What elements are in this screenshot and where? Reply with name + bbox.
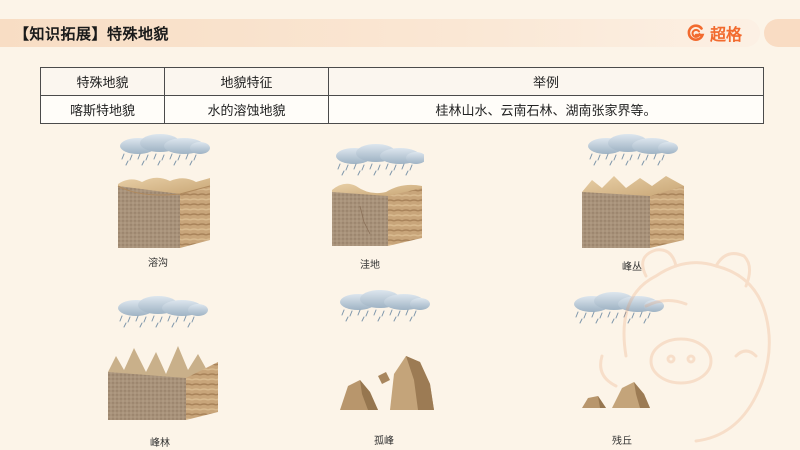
- brand-logo: 超格: [686, 21, 742, 45]
- isolated-peak-rocks: [340, 356, 434, 410]
- table-header-cell: 举例: [328, 67, 764, 96]
- depression-block: [332, 183, 422, 246]
- header: 【知识拓展】特殊地貌 超格: [0, 19, 800, 47]
- title-bar: 【知识拓展】特殊地貌: [0, 19, 760, 47]
- table-row: 喀斯特地貌 水的溶蚀地貌 桂林山水、云南石林、湖南张家界等。: [40, 95, 764, 124]
- figure-caption: 峰丛: [622, 262, 642, 273]
- figure-caption: 孤峰: [374, 436, 394, 447]
- figure-caption: 溶沟: [148, 258, 168, 269]
- logo-icon: [687, 24, 705, 41]
- table-cell: 喀斯特地貌: [40, 95, 165, 124]
- rain-cloud-icon: [117, 296, 209, 328]
- figure-peak-cluster: 峰丛: [580, 134, 690, 273]
- figure-residual-hill: 残丘: [568, 292, 678, 447]
- peak-cluster-block: [582, 176, 684, 248]
- figure-peak-forest: 峰林: [104, 296, 224, 449]
- karren-block: [117, 177, 211, 248]
- figure-caption: 峰林: [150, 438, 170, 449]
- landform-table: 特殊地貌 地貌特征 举例 喀斯特地貌 水的溶蚀地貌 桂林山水、云南石林、湖南张家…: [40, 67, 764, 124]
- figure-caption: 残丘: [612, 436, 632, 447]
- logo-text: 超格: [710, 25, 743, 44]
- table-header-cell: 地貌特征: [164, 67, 329, 96]
- rain-cloud-icon: [119, 134, 211, 166]
- table-header-row: 特殊地貌 地貌特征 举例: [40, 67, 764, 96]
- mascot-icon: [599, 248, 771, 443]
- rain-cloud-icon: [335, 144, 424, 176]
- rain-cloud-icon: [587, 134, 679, 166]
- figure-caption: 洼地: [360, 260, 380, 271]
- table-cell: 水的溶蚀地貌: [164, 95, 329, 124]
- table-cell: 桂林山水、云南石林、湖南张家界等。: [328, 95, 764, 124]
- figure-isolated-peak: 孤峰: [334, 290, 444, 447]
- header-pill: [764, 19, 800, 47]
- peak-forest-block: [108, 346, 218, 420]
- residual-hill-rocks: [582, 382, 650, 408]
- figure-karren: 溶沟: [108, 134, 228, 269]
- table-header-cell: 特殊地貌: [40, 67, 165, 96]
- figure-depression: 洼地: [330, 144, 430, 271]
- rain-cloud-icon: [339, 290, 431, 322]
- page-title: 【知识拓展】特殊地貌: [14, 25, 170, 43]
